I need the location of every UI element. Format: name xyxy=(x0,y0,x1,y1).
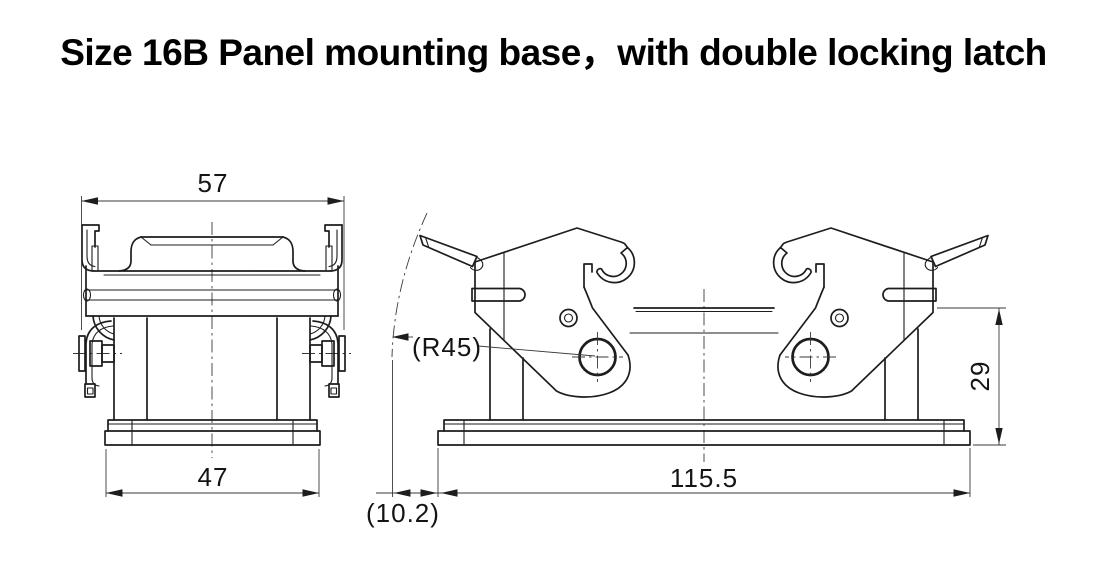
front-view: (R45) 115.5 (10.2) 2 xyxy=(366,212,1006,528)
dim-latch-height-label: 29 xyxy=(965,361,995,392)
dim-latch-swing-radius-label: (R45) xyxy=(412,332,482,362)
bulkhead-plate xyxy=(82,265,342,317)
top-flange-left xyxy=(81,224,100,272)
dimension-flange-width: 57 xyxy=(81,168,345,330)
dim-flange-width-label: 57 xyxy=(198,168,229,198)
latch-pin-end-left xyxy=(82,288,92,302)
dimension-latch-height: 29 xyxy=(937,307,1006,446)
base-flange-front xyxy=(437,419,971,446)
locking-latch-right xyxy=(772,226,990,399)
side-view: 57 47 xyxy=(73,168,351,497)
locking-latch-left xyxy=(418,226,636,399)
latch-pin-end-right xyxy=(332,288,342,302)
page-title: Size 16B Panel mounting base，with double… xyxy=(60,32,1047,73)
dim-latch-offset-label: (10.2) xyxy=(366,498,440,528)
dimension-body-width: 47 xyxy=(105,449,320,497)
housing-body-front xyxy=(629,307,779,334)
top-flange-right xyxy=(324,224,343,272)
center-cap xyxy=(118,236,306,272)
dimension-latch-offset: (10.2) xyxy=(366,489,440,528)
base-flange-side xyxy=(104,419,321,446)
dim-base-length-label: 115.5 xyxy=(670,463,738,493)
support-pillars xyxy=(489,328,919,421)
dimension-latch-swing-radius: (R45) xyxy=(391,212,596,497)
dimension-base-length: 115.5 xyxy=(376,448,971,497)
housing-body xyxy=(113,317,311,421)
dim-body-width-label: 47 xyxy=(198,462,229,492)
